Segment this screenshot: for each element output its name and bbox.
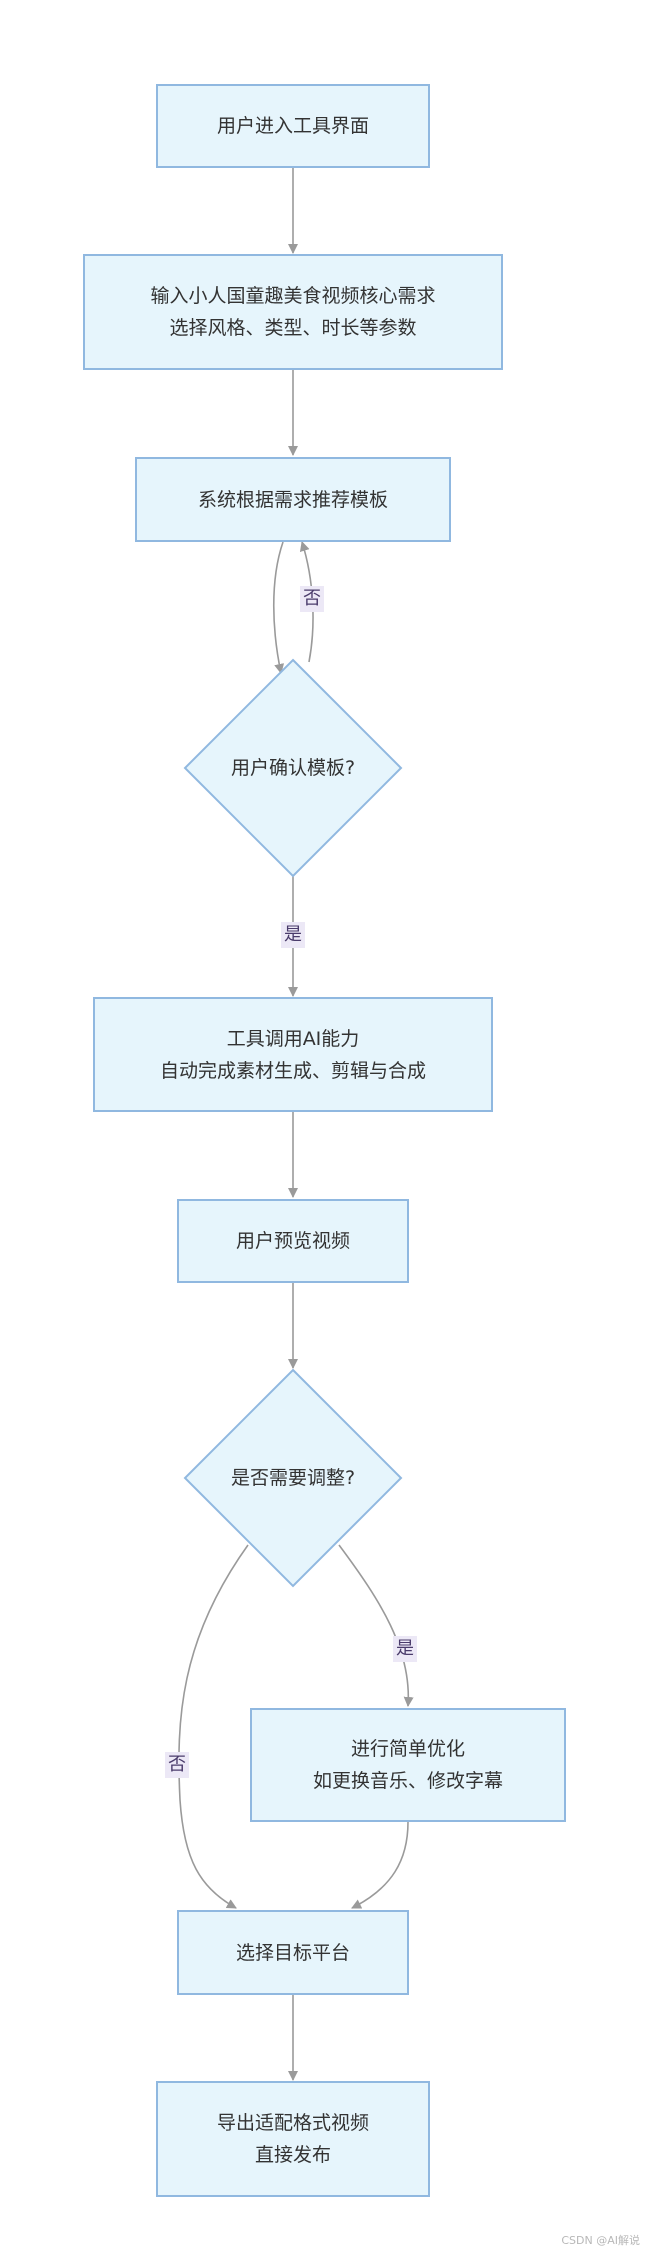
node-ai-generate[interactable]: 工具调用AI能力 自动完成素材生成、剪辑与合成 xyxy=(93,997,493,1112)
watermark: CSDN @AI解说 xyxy=(561,2234,640,2247)
decision-diamond-confirm xyxy=(183,658,403,878)
node-recommend-template[interactable]: 系统根据需求推荐模板 xyxy=(135,457,451,542)
edge-label-confirm-yes: 是 xyxy=(281,922,305,948)
edge-label-confirm-no: 否 xyxy=(300,586,324,612)
node-recommend-template-text: 系统根据需求推荐模板 xyxy=(197,488,388,511)
node-simple-optimize-line2: 如更换音乐、修改字幕 xyxy=(312,1770,503,1792)
edge-label-adjust-no: 否 xyxy=(165,1752,189,1778)
edge-label-adjust-yes: 是 xyxy=(393,1636,417,1662)
node-ai-generate-line2: 自动完成素材生成、剪辑与合成 xyxy=(159,1059,426,1082)
node-enter-interface-text: 用户进入工具界面 xyxy=(216,115,369,137)
node-input-requirements[interactable]: 输入小人国童趣美食视频核心需求 选择风格、类型、时长等参数 xyxy=(83,254,503,370)
edge-adjust-no-to-platform xyxy=(178,1544,249,1909)
edge-optimize-to-platform xyxy=(351,1821,409,1909)
node-export-publish[interactable]: 导出适配格式视频 直接发布 xyxy=(156,2081,430,2197)
node-simple-optimize-line1: 进行简单优化 xyxy=(350,1738,465,1760)
node-input-requirements-line1: 输入小人国童趣美食视频核心需求 xyxy=(150,285,436,307)
node-simple-optimize[interactable]: 进行简单优化 如更换音乐、修改字幕 xyxy=(250,1708,566,1822)
node-export-publish-line1: 导出适配格式视频 xyxy=(216,2112,369,2134)
edge-adjust-yes-to-optimize xyxy=(338,1544,414,1707)
edge-recommend-to-confirm xyxy=(272,541,285,674)
node-preview-video[interactable]: 用户预览视频 xyxy=(177,1199,409,1283)
node-input-requirements-line2: 选择风格、类型、时长等参数 xyxy=(169,317,417,339)
node-enter-interface[interactable]: 用户进入工具界面 xyxy=(156,84,430,168)
node-preview-video-text: 用户预览视频 xyxy=(235,1230,350,1252)
node-ai-generate-line1: 工具调用AI能力 xyxy=(226,1027,360,1050)
node-select-platform[interactable]: 选择目标平台 xyxy=(177,1910,409,1995)
node-export-publish-line2: 直接发布 xyxy=(254,2144,331,2166)
node-select-platform-text: 选择目标平台 xyxy=(235,1941,350,1964)
decision-diamond-adjust xyxy=(183,1368,403,1588)
